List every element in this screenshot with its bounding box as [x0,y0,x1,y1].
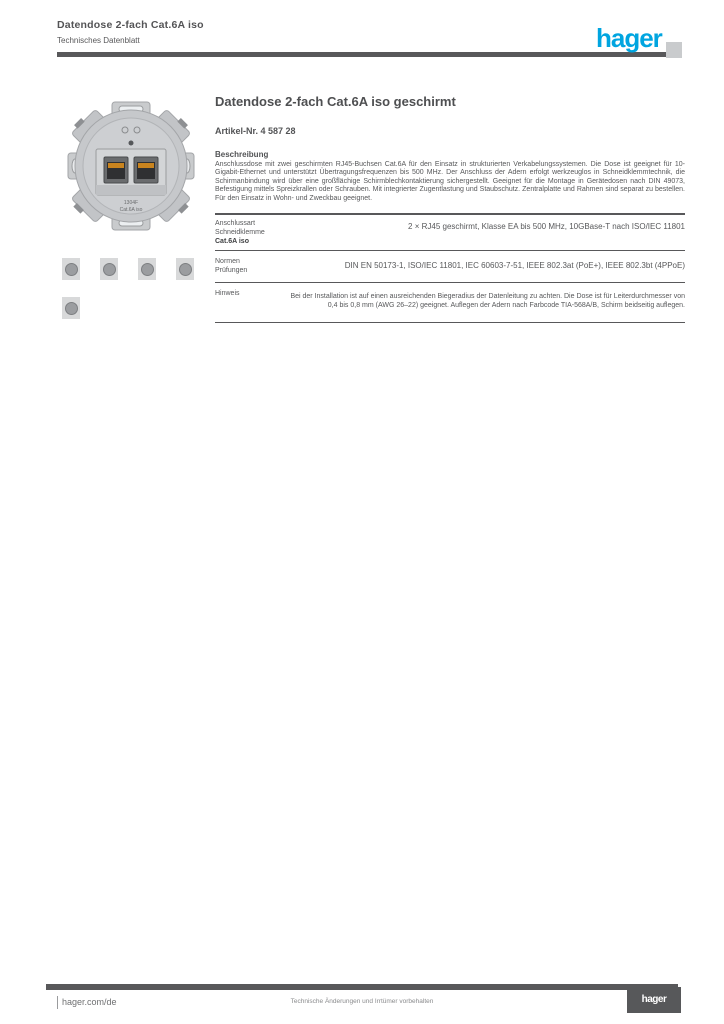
spec-row-label: Normen Prüfungen [215,257,310,275]
side-view-icon [100,258,118,280]
product-article-number: Artikel-Nr. 4 587 28 [215,126,296,136]
plate-marking-line1: 1304F [124,200,138,206]
spec-divider [215,322,685,323]
front-view-icon [62,258,80,280]
spec-row-label: Hinweis [215,289,310,298]
spec-label-line: Cat.6A iso [215,238,249,245]
hager-logo: hager [596,23,663,53]
angle-view-icon [138,258,156,280]
spec-divider [215,282,685,283]
back-view-icon [176,258,194,280]
thumbnail-glyph [102,262,116,276]
thumbnail-glyph [178,262,192,276]
spec-label-line: Schneidklemme [215,229,265,236]
footer-website-link[interactable]: hager.com/de [57,996,117,1009]
spec-label-line: Hinweis [215,290,240,297]
logo-square-decoration [666,42,682,58]
spec-row-value: Bei der Installation ist auf einen ausre… [290,293,685,309]
thumbnail-glyph [140,262,154,276]
footer-hager-logo: hager [627,987,681,1013]
description-heading: Beschreibung [215,150,269,159]
document-subtitle: Technisches Datenblatt [57,36,140,45]
description-text: Anschlussdose mit zwei geschirmten RJ45-… [215,161,685,202]
product-title: Datendose 2-fach Cat.6A iso geschirmt [215,94,456,109]
spec-label-line: Normen [215,258,240,265]
spec-label-line: Anschlussart [215,220,256,227]
header-divider [57,52,667,57]
spec-divider [215,250,685,251]
thumbnail-glyph [64,301,78,315]
product-photo: 1304F Cat.6A iso [67,101,195,231]
document-title: Datendose 2-fach Cat.6A iso [57,19,204,31]
spec-row-value: DIN EN 50173-1, ISO/IEC 11801, IEC 60603… [344,261,685,270]
plate-marking-line2: Cat.6A iso [120,207,143,213]
thumbnail-glyph [64,262,78,276]
spec-label-line: Prüfungen [215,267,248,274]
footer-fine-print: Technische Änderungen und Irrtümer vorbe… [290,998,434,1005]
spec-row-value: 2 × RJ45 geschirmt, Klasse EA bis 500 MH… [408,222,685,231]
spec-row-label: Anschlussart Schneidklemme Cat.6A iso [215,219,310,246]
footer-divider [46,984,678,990]
detail-view-icon [62,297,80,319]
spec-divider [215,213,685,215]
